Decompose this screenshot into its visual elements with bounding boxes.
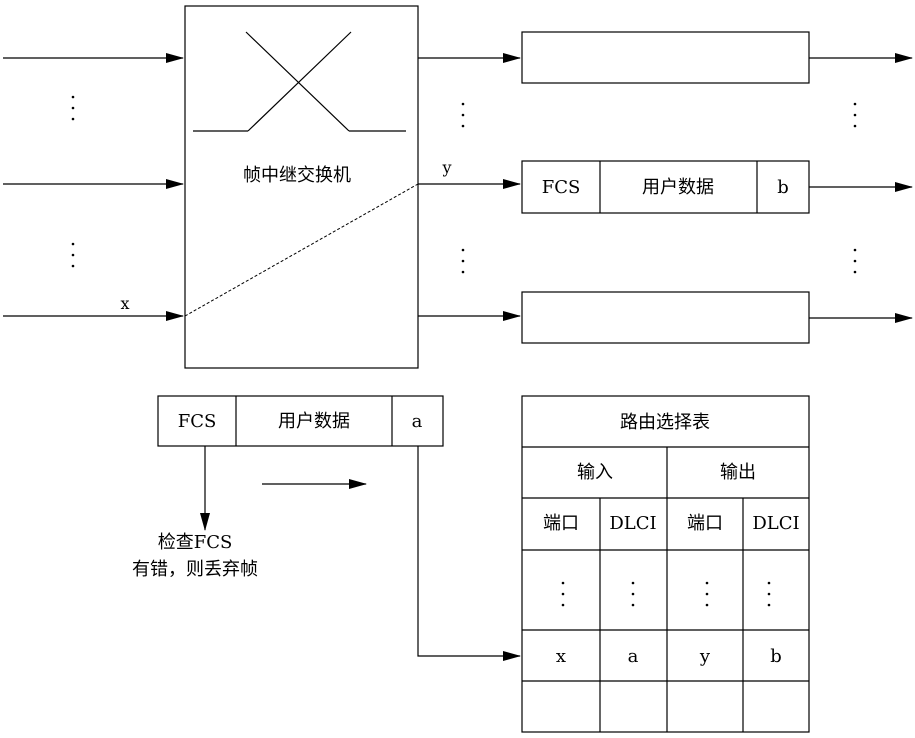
col-dlci-in: DLCI [609,513,656,534]
right-dots-upper [853,102,857,128]
col-port-in: 端口 [543,513,579,534]
outgoing-fcs: FCS [542,177,581,198]
row-in-port: x [556,646,566,667]
incoming-fcs: FCS [178,411,217,432]
output-header: 输出 [720,462,756,483]
output-queue-bottom [521,291,810,344]
outgoing-user-data: 用户数据 [642,177,714,198]
discard-frame-text: 有错，则丢弃帧 [132,559,258,580]
mid-dots-upper [461,102,465,128]
incoming-dlci: a [412,411,423,432]
col-dlci-out: DLCI [752,513,799,534]
col-port-out: 端口 [687,513,723,534]
frame-relay-switch: 帧中继交换机 [184,5,419,369]
input-port-label: x [120,294,129,313]
incoming-user-data: 用户数据 [278,411,350,432]
row-out-port: y [699,646,711,667]
switch-label: 帧中继交换机 [243,165,351,186]
left-dots-lower [71,242,75,268]
dlci-lookup-arrow [417,446,521,661]
crossbar-diag-2 [245,31,350,132]
output-queue-top [521,31,810,84]
right-dots-lower [853,248,857,274]
incoming-frame-box [157,395,444,447]
outgoing-frame: FCS 用户数据 b [521,160,810,214]
left-dots-upper [71,95,75,121]
row-out-dlci: b [770,646,782,667]
routing-table: 路由选择表 输入 输出 端口 DLCI 端口 DLCI x a y b [521,395,810,733]
output-port-label: y [441,158,451,177]
check-fcs-text: 检查FCS [158,532,233,553]
switch-box [184,5,419,369]
input-header: 输入 [577,462,613,483]
mid-dots-lower [461,248,465,274]
routing-table-title: 路由选择表 [620,412,710,433]
routing-table-border [521,395,810,733]
incoming-frame: FCS 用户数据 a [157,395,444,447]
outgoing-dlci: b [777,177,789,198]
crossbar-diag-1 [247,31,352,132]
table-ellipsis-row [561,581,771,607]
row-in-dlci: a [628,646,639,667]
